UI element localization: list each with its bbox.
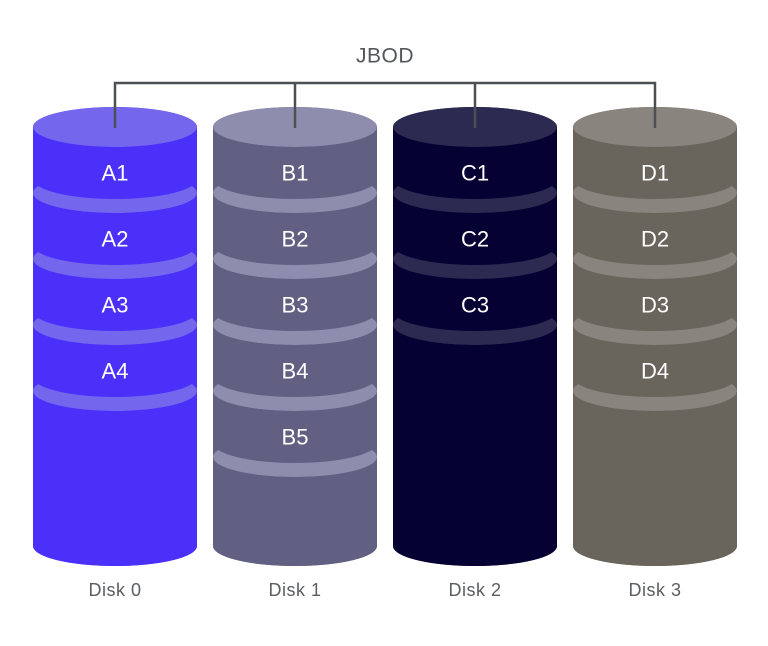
disk-segment-band: [213, 391, 377, 463]
jbod-title: JBOD: [356, 45, 414, 68]
disk-segment-band: [213, 259, 377, 331]
disk-segment-label: C3: [461, 293, 489, 318]
disk-name-label: Disk 2: [448, 580, 501, 600]
disk-segment-band: [573, 193, 737, 265]
disk-segment-label: A3: [102, 293, 129, 318]
disk-segment-label: A1: [102, 161, 129, 186]
disk-segment-band: [213, 127, 377, 199]
disk-segment-band: [33, 127, 197, 199]
disk-segment-band: [393, 193, 557, 265]
disk-lower-body: [393, 325, 557, 566]
disk-name-label: Disk 1: [268, 580, 321, 600]
disk-segment-band: [573, 325, 737, 397]
disk-name-label: Disk 0: [88, 580, 141, 600]
disk-segment-band: [393, 259, 557, 331]
disk-segment-band: [213, 325, 377, 397]
disk-segment-band: [33, 259, 197, 331]
disk-segment-label: D2: [641, 227, 669, 252]
jbod-connector-line: [113, 81, 657, 128]
disk-segment-label: B5: [282, 425, 309, 450]
disk-segment-label: D3: [641, 293, 669, 318]
disk-segment-label: B3: [282, 293, 309, 318]
disk-segment-band: [573, 259, 737, 331]
disk-segment-label: B2: [282, 227, 309, 252]
disk-segment-label: A4: [102, 359, 129, 384]
disk-segment-label: D1: [641, 161, 669, 186]
disk-segment-band: [213, 193, 377, 265]
disk-segment-label: A2: [102, 227, 129, 252]
disk-segment-label: B4: [282, 359, 309, 384]
disk-segment-band: [33, 325, 197, 397]
disk-lower-body: [33, 391, 197, 566]
disk-segment-label: D4: [641, 359, 669, 384]
disk-segment-band: [33, 193, 197, 265]
disk-name-label: Disk 3: [628, 580, 681, 600]
disk-lower-body: [573, 391, 737, 566]
disk-segment-band: [393, 127, 557, 199]
disk-segment-label: C1: [461, 161, 489, 186]
disk-segment-label: B1: [282, 161, 309, 186]
disk-segment-label: C2: [461, 227, 489, 252]
disk-lower-body: [213, 457, 377, 566]
disk-segment-band: [573, 127, 737, 199]
